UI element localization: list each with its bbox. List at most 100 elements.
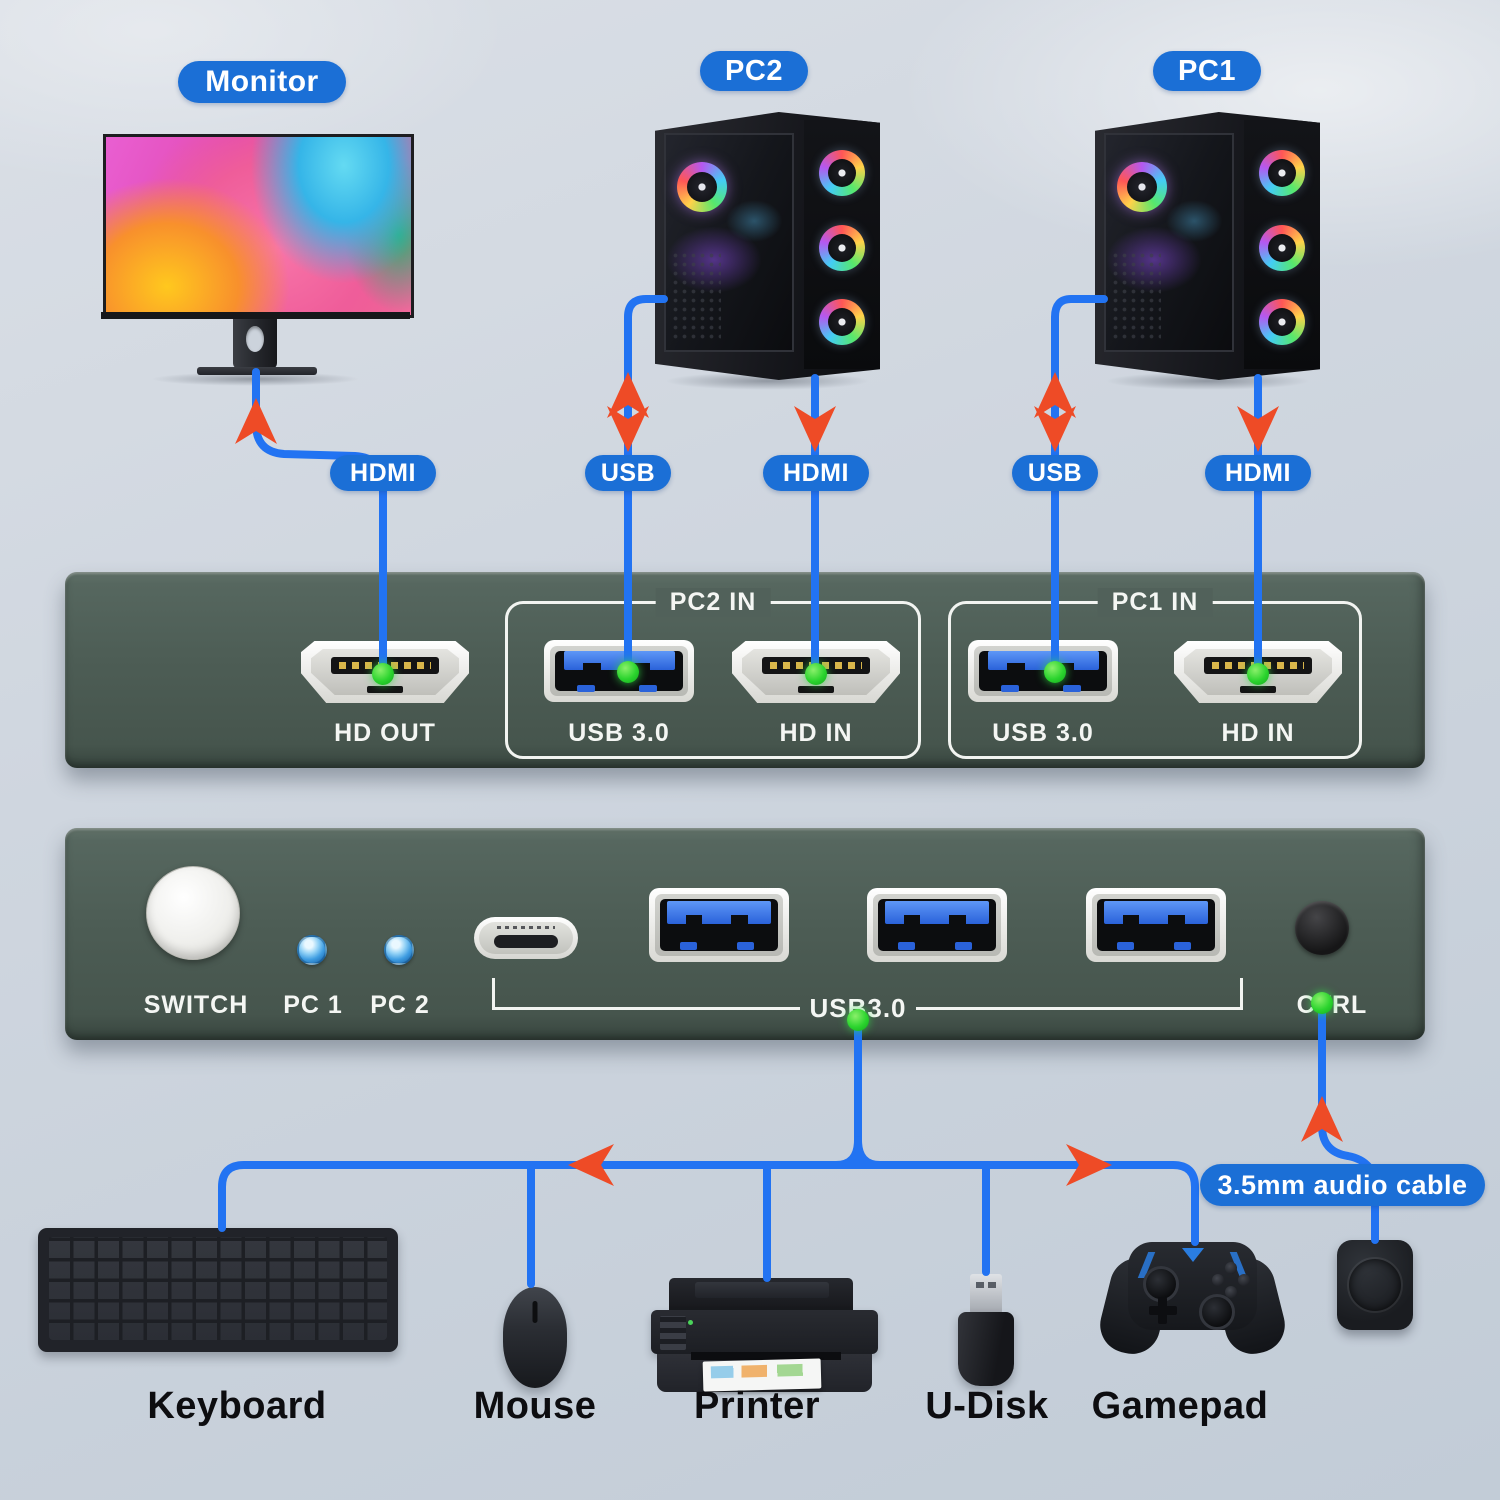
- usb-hub-bracket-right: [916, 1007, 1243, 1010]
- pc1-usb3-port: [968, 640, 1118, 702]
- pc1-in-group-label: PC1 IN: [1097, 588, 1213, 618]
- hdmi-tag-pc1: HDMI: [1205, 455, 1311, 491]
- usb-port-pin: [1062, 685, 1081, 693]
- switch-button: [146, 866, 240, 960]
- udisk-connector: [970, 1274, 1002, 1314]
- mouse-label: Mouse: [473, 1385, 597, 1427]
- gamepad-button: [1238, 1274, 1250, 1286]
- arrow-left-bus: [568, 1144, 614, 1186]
- pc2-led-label: PC 2: [370, 991, 430, 1019]
- gamepad-logo-icon: [1181, 1248, 1204, 1262]
- monitor-stand-hole: [246, 326, 264, 352]
- hdmi-port-tab: [1239, 686, 1277, 694]
- printer-scanner: [695, 1282, 829, 1298]
- pc2-fan-icon: [818, 299, 865, 346]
- pc2-front-panel: [803, 120, 880, 370]
- pc1-front-panel: [1243, 120, 1320, 370]
- usb-port-tongue: [667, 900, 771, 927]
- dot-hd-out: [372, 663, 394, 685]
- udisk-label: U-Disk: [925, 1385, 1049, 1427]
- pc1-fan-icon: [1258, 224, 1305, 271]
- pc1-led-label: PC 1: [283, 991, 343, 1019]
- usb-tag-pc1: USB: [1012, 455, 1098, 491]
- hub-usb3-port-2: [867, 888, 1007, 962]
- pc2-in-group: PC2 IN: [505, 588, 921, 759]
- arrow-up-audio: [1301, 1096, 1343, 1142]
- usbc-pins: [496, 926, 556, 930]
- gamepad-label: Gamepad: [1091, 1385, 1269, 1427]
- arrow-up-pc1-usb: [1034, 372, 1076, 418]
- usb-port-pin: [897, 942, 915, 951]
- pc2-hd-in-label: HD IN: [779, 719, 853, 747]
- gamepad-button: [1212, 1274, 1224, 1286]
- gamepad-button: [1225, 1286, 1237, 1298]
- pc1-pill: PC1: [1153, 51, 1261, 91]
- usb-port-pin: [737, 942, 754, 951]
- gamepad-left-stick: [1143, 1266, 1179, 1302]
- usb-port-pin: [638, 685, 657, 693]
- usb-port-pin: [679, 942, 697, 951]
- pc1-hd-in-label: HD IN: [1221, 719, 1295, 747]
- udisk-body: [958, 1312, 1014, 1386]
- usb-port-tongue: [885, 900, 989, 927]
- monitor-screen: [103, 134, 414, 318]
- gamepad-button: [1225, 1262, 1237, 1274]
- arrow-down-pc1-hdmi: [1237, 406, 1279, 452]
- mouse-image: [503, 1287, 567, 1388]
- hdmi-port-tab: [366, 686, 404, 694]
- dot-pc1-hd-in: [1247, 663, 1269, 685]
- cable-pc2-usb: [624, 295, 668, 676]
- cable-peripheral-bus: [218, 1161, 1199, 1246]
- usb-port-tongue: [1104, 900, 1208, 927]
- pc1-fan-icon: [1258, 149, 1305, 196]
- pc2-fan-icon: [818, 224, 865, 271]
- hdmi-port-tab: [797, 686, 835, 694]
- hub-usb3-port-3: [1086, 888, 1226, 962]
- gamepad-right-stick: [1199, 1294, 1235, 1330]
- pc2-in-group-label: PC2 IN: [655, 588, 771, 618]
- pc2-fan-icon: [818, 149, 865, 196]
- switch-label: SWITCH: [143, 991, 249, 1019]
- speaker-image: [1337, 1240, 1413, 1330]
- usb-hub-bracket-left: [492, 1007, 800, 1010]
- gamepad-image: [1094, 1240, 1291, 1362]
- dot-ctrl: [1311, 992, 1333, 1014]
- pc2-cpu-fan-icon: [677, 162, 727, 212]
- pc2-led: [384, 935, 414, 965]
- arrow-down-pc2-usb: [607, 406, 649, 452]
- pc2-usb3-label: USB 3.0: [568, 719, 670, 747]
- monitor-bezel: [101, 312, 410, 319]
- monitor-pill: Monitor: [178, 61, 346, 103]
- pc1-led: [297, 935, 327, 965]
- usb-hub-bracket-right-tick: [1240, 978, 1243, 1010]
- pc1-tower-image: [1095, 112, 1320, 380]
- printer-body: [651, 1310, 878, 1354]
- usb-tag-pc2: USB: [585, 455, 671, 491]
- arrow-down-pc1-usb: [1034, 406, 1076, 452]
- pc1-cpu-fan-icon: [1117, 162, 1167, 212]
- pc1-fan-icon: [1258, 299, 1305, 346]
- arrow-up-monitor: [235, 398, 277, 444]
- audio-cable-tag: 3.5mm audio cable: [1200, 1164, 1485, 1206]
- dot-pc2-hd-in: [805, 663, 827, 685]
- dot-usb-hub: [847, 1009, 869, 1031]
- cable-monitor-hdmi: [252, 368, 387, 678]
- pc2-pill: PC2: [700, 51, 808, 91]
- usb-port-pin: [1001, 685, 1019, 693]
- usb-port-tongue: [563, 650, 675, 673]
- usb-port-pin: [955, 942, 972, 951]
- keyboard-image: [38, 1228, 398, 1352]
- hdmi-tag-pc2: HDMI: [763, 455, 869, 491]
- pc1-usb3-label: USB 3.0: [992, 719, 1094, 747]
- usbc-slot: [493, 935, 559, 949]
- usb-port-pin: [1174, 942, 1191, 951]
- usb-port-pin: [577, 685, 595, 693]
- usb-port-pin: [1116, 942, 1134, 951]
- printer-buttons: [660, 1316, 693, 1350]
- hdmi-tag-monitor: HDMI: [330, 455, 436, 491]
- hub-usb3-port-1: [649, 888, 789, 962]
- printer-output-slot: [691, 1352, 841, 1360]
- cable-pc1-usb: [1051, 295, 1108, 676]
- ctrl-button: [1295, 901, 1349, 955]
